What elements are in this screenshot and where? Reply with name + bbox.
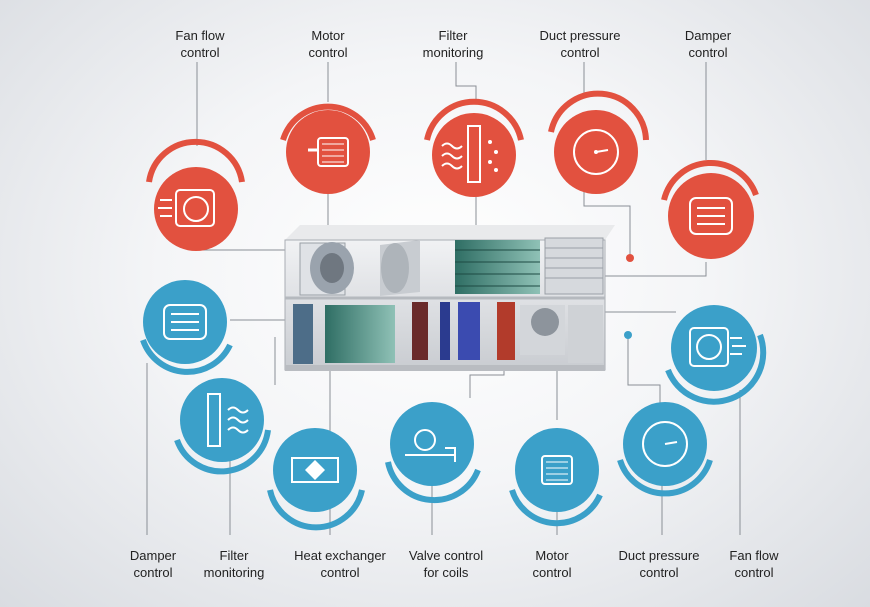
connector-lines xyxy=(146,62,741,535)
valve-bottom-circle xyxy=(385,402,481,504)
filter-top-circle xyxy=(424,98,524,197)
fan-flow-bottom-circle xyxy=(665,305,767,405)
fan-flow-top-circle xyxy=(146,138,245,251)
heat-exchanger-plates-top xyxy=(455,240,540,294)
filter-bottom-circle xyxy=(174,378,271,475)
damper-bottom-circle xyxy=(140,280,233,375)
duct-pressure-bottom-circle xyxy=(617,402,713,497)
damper-top-circle xyxy=(661,160,759,259)
motor-bottom-circle xyxy=(509,428,603,527)
heat-exchanger-bottom-circle xyxy=(267,428,365,531)
duct-pressure-top-circle xyxy=(548,90,649,194)
air-handling-unit xyxy=(284,225,615,371)
motor-top-circle xyxy=(280,103,376,194)
